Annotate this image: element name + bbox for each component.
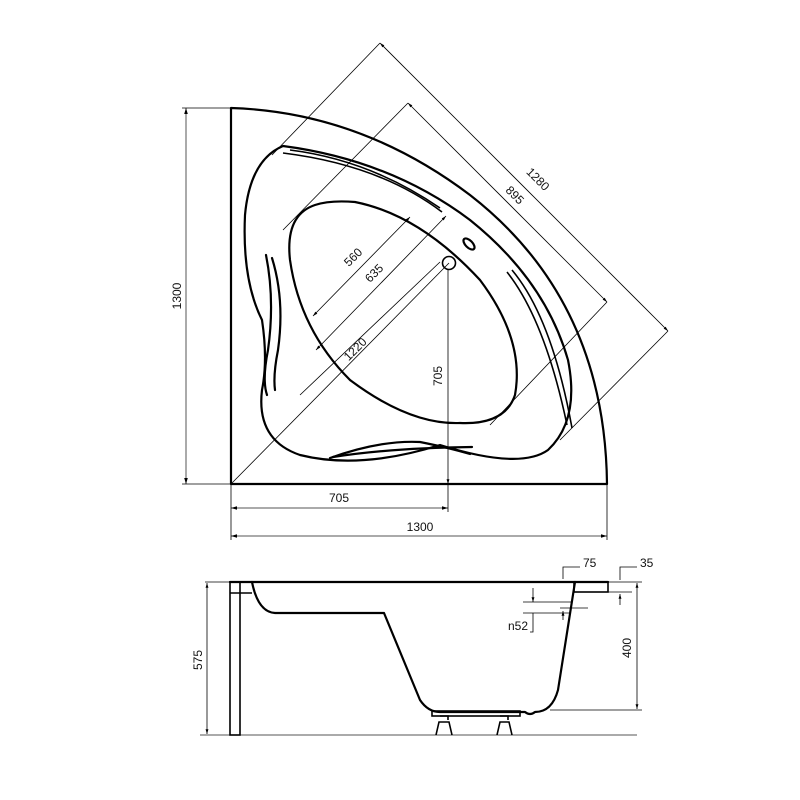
dim-depth: 400 xyxy=(620,638,634,658)
dim-drain-y: 705 xyxy=(431,366,445,386)
armrest-wave-left-2 xyxy=(270,256,282,392)
tub-outline xyxy=(229,106,609,486)
armrest-wave-bottom-1 xyxy=(328,440,472,460)
armrest-wave-left-1 xyxy=(263,253,273,397)
side-view: n52 75 35 400 575 xyxy=(191,556,654,736)
dim-rim-thickness: 35 xyxy=(640,556,654,570)
dim-outer-width: 1300 xyxy=(407,520,434,534)
dim-outer-height: 1300 xyxy=(170,282,184,309)
armrest-wave-bottom-2 xyxy=(331,445,474,459)
dim-overflow: n52 xyxy=(508,619,528,633)
dim-diag-1220: 1220 xyxy=(341,335,370,364)
top-view: 1300 705 1300 705 1220 560 635 895 1280 xyxy=(170,42,669,540)
foot-left xyxy=(435,715,453,736)
dim-inner-560: 560 xyxy=(341,245,365,269)
dim-rim-width: 75 xyxy=(583,556,597,570)
tub-profile xyxy=(250,580,577,716)
front-apron xyxy=(229,581,241,736)
overflow-icon xyxy=(462,237,476,251)
dim-drain-x: 705 xyxy=(329,491,349,505)
rim-contour-inner xyxy=(289,149,441,209)
foot-right xyxy=(496,715,513,736)
rim-ledge xyxy=(573,581,609,593)
dim-total-height: 575 xyxy=(191,650,205,670)
dim-diag-1280: 1280 xyxy=(523,165,552,194)
